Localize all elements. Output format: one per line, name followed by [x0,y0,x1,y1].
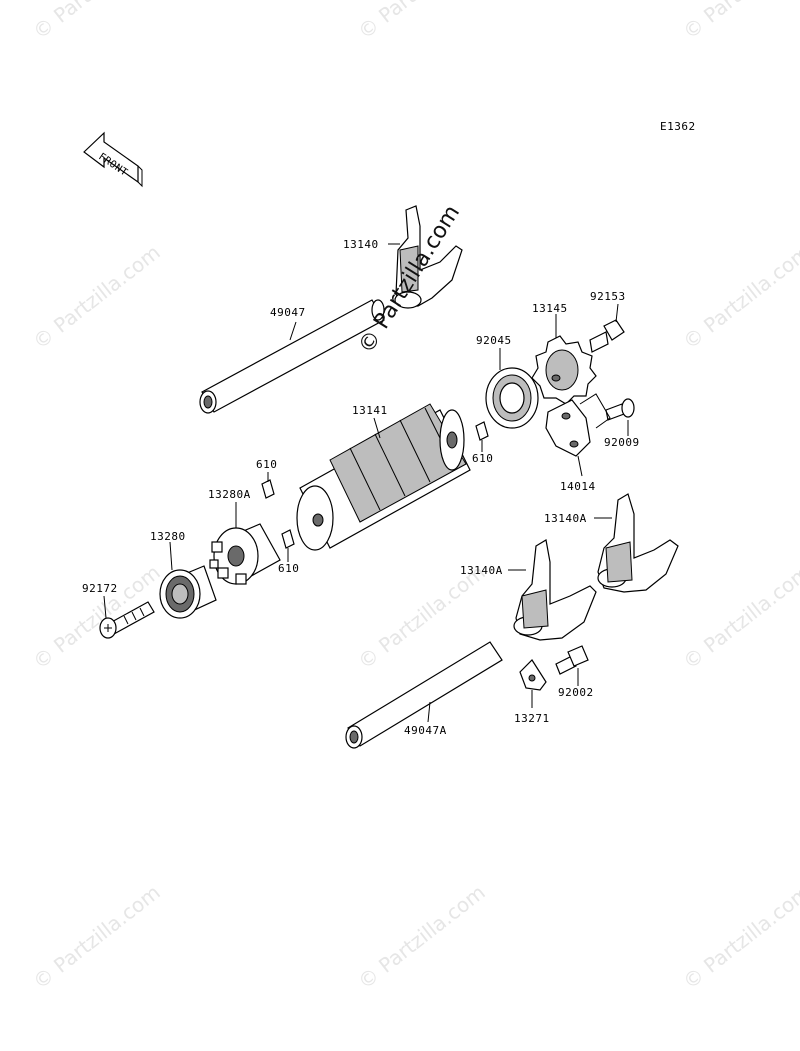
shaft-49047A [345,641,503,749]
watermark-tile: © Partzilla.com [678,0,800,44]
pin-610-lower [281,529,295,549]
shift-fork-13140A-middle [513,539,597,641]
shift-fork-13140A-right [597,493,679,593]
part-label-92153: 92153 [590,290,626,303]
front-arrow-icon: FRONT [83,131,143,188]
part-label-92009: 92009 [604,436,640,449]
part-label-49047: 49047 [270,306,306,319]
watermark-tile: © Partzilla.com [678,560,800,674]
watermark-tile: © Partzilla.com [678,880,800,994]
part-label-92045: 92045 [476,334,512,347]
pin-plate-13280A [209,523,281,585]
part-label-49047A: 49047A [404,724,447,737]
part-label-92002: 92002 [558,686,594,699]
part-label-610-upper: 610 [472,452,493,465]
shift-drum-13141 [296,403,471,551]
shaft-49047 [199,299,385,414]
watermark-tile: © Partzilla.com [353,880,489,994]
watermark-tile: © Partzilla.com [28,880,164,994]
pin-610-upper [475,421,489,441]
part-label-14014: 14014 [560,480,596,493]
screw-92009 [605,398,635,421]
part-label-92172: 92172 [82,582,118,595]
watermark-tile: © Partzilla.com [678,240,800,354]
watermark-tile: © Partzilla.com [353,0,489,44]
part-label-13145: 13145 [532,302,568,315]
part-label-13280A: 13280A [208,488,251,501]
bolt-92153 [589,319,625,353]
shift-fork-13140 [394,205,463,309]
part-label-13141: 13141 [352,404,388,417]
part-label-13140A-middle: 13140A [460,564,503,577]
part-label-13140A-right: 13140A [544,512,587,525]
part-label-610-left: 610 [256,458,277,471]
watermark-tile: © Partzilla.com [28,240,164,354]
bearing-92045 [485,367,539,429]
cam-13280 [159,565,217,619]
bolt-92002 [555,645,589,675]
plate-14014 [545,399,591,457]
part-label-13280: 13280 [150,530,186,543]
part-label-13271: 13271 [514,712,550,725]
diagram-code: E1362 [660,120,696,133]
pin-610-left [261,479,275,499]
part-label-13140: 13140 [343,238,379,251]
bolt-92172 [99,601,155,639]
star-plate-13145 [531,335,597,405]
watermark-tile: © Partzilla.com [28,0,164,44]
part-label-610-lower: 610 [278,562,299,575]
plate-13271 [519,659,547,691]
